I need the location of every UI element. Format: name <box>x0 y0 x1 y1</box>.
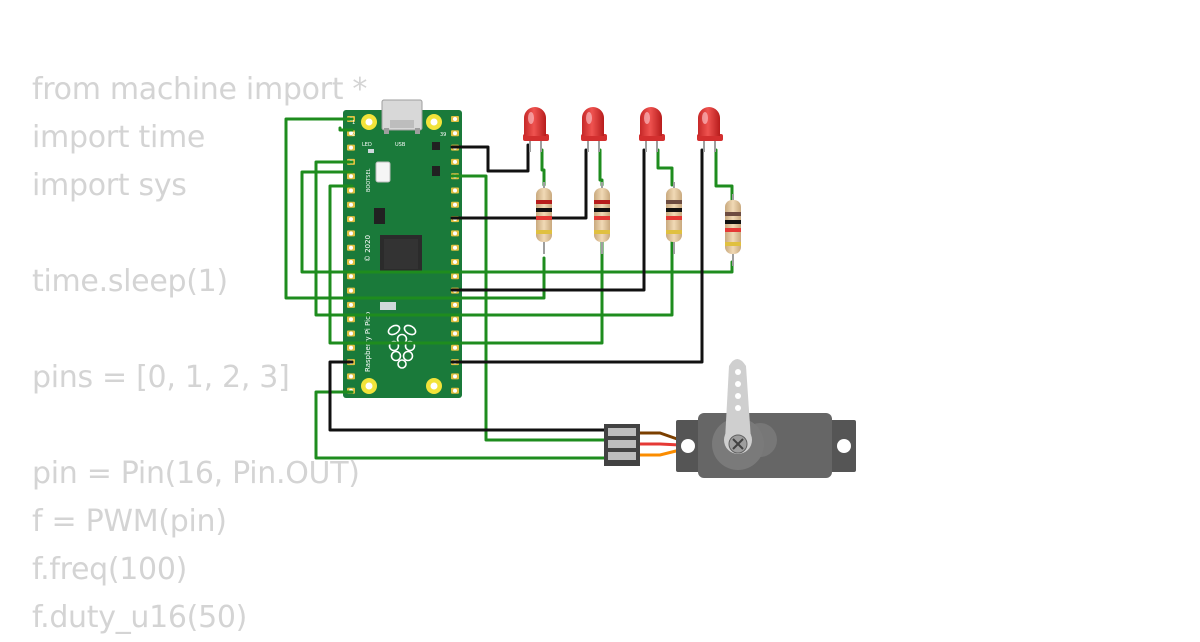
code-line-10: f = PWM(pin) <box>32 504 227 539</box>
pin-hole[interactable] <box>451 230 459 237</box>
pin-hole[interactable] <box>347 230 355 237</box>
year-label: © 2020 <box>364 235 372 262</box>
small-chip-1 <box>432 142 440 150</box>
pin-hole[interactable] <box>451 373 459 380</box>
pico-board[interactable]: LED USB 1 2 39 BOOTSEL © 2020 Raspberry … <box>343 99 462 398</box>
pin-hole[interactable] <box>347 259 355 265</box>
led-4[interactable] <box>697 107 723 152</box>
pin-hole[interactable] <box>347 287 355 294</box>
pin-hole[interactable] <box>347 130 355 137</box>
pin-hole[interactable] <box>347 273 355 280</box>
led-label: LED <box>362 142 372 148</box>
pin-hole[interactable] <box>347 344 355 351</box>
usb-connector <box>381 99 423 134</box>
wire-gnd-led4[interactable] <box>450 148 704 364</box>
pin-hole[interactable] <box>451 187 459 194</box>
wire-vbus-servo[interactable] <box>450 174 612 442</box>
led-1[interactable] <box>523 107 549 152</box>
pin-hole[interactable] <box>347 316 355 323</box>
pin-hole[interactable] <box>451 259 459 265</box>
servo-cable <box>640 431 681 457</box>
wires <box>284 117 734 460</box>
wire-gnd-led3[interactable] <box>450 148 646 292</box>
pin-hole[interactable] <box>451 244 459 251</box>
code-line-2: import time <box>32 120 206 155</box>
pin-hole[interactable] <box>451 130 459 137</box>
bootsel-label: BOOTSEL <box>366 168 372 192</box>
flash-chip <box>374 208 385 224</box>
servo-horn[interactable] <box>725 359 751 440</box>
code-line-12: f.duty_u16(50) <box>32 600 248 635</box>
pin-hole[interactable] <box>347 144 355 151</box>
pin-label-1: 1 <box>352 120 355 126</box>
pin-hole[interactable] <box>451 301 459 308</box>
pin-hole[interactable] <box>451 116 459 122</box>
usb-label: USB <box>395 142 406 148</box>
pin-hole[interactable] <box>347 216 355 223</box>
pin-hole[interactable] <box>347 187 355 194</box>
code-line-7: pins = [0, 1, 2, 3] <box>32 360 290 395</box>
pin-hole[interactable] <box>451 201 459 208</box>
pin-hole[interactable] <box>451 158 459 165</box>
wire-gp1-resistor2[interactable] <box>328 184 604 345</box>
led-2[interactable] <box>581 107 607 152</box>
resistor-4[interactable] <box>725 194 741 266</box>
code-line-11: f.freq(100) <box>32 552 188 587</box>
bootsel-button[interactable] <box>375 161 391 183</box>
resistor-group <box>536 182 741 266</box>
code-line-9: pin = Pin(16, Pin.OUT) <box>32 456 360 491</box>
resistor-3[interactable] <box>666 182 682 254</box>
wire-gp2-resistor3[interactable] <box>314 160 674 317</box>
servo-motor[interactable] <box>604 359 856 478</box>
pin-hole[interactable] <box>451 387 459 394</box>
debug-pad <box>380 302 396 310</box>
pin-hole[interactable] <box>347 301 355 308</box>
pin-hole[interactable] <box>347 201 355 208</box>
pin-hole[interactable] <box>451 316 459 323</box>
code-line-3: import sys <box>32 168 187 203</box>
wire-gnd-led2[interactable] <box>450 148 588 220</box>
code-editor[interactable]: from machine import * import time import s… <box>32 66 367 642</box>
resistor-2[interactable] <box>594 182 610 254</box>
pin-hole[interactable] <box>451 344 459 351</box>
code-line-1: from machine import * <box>32 72 368 107</box>
led-group <box>523 107 723 152</box>
wire-gnd-led1[interactable] <box>450 143 530 173</box>
wire-gp0-resistor1[interactable] <box>284 117 546 300</box>
pin-hole[interactable] <box>451 330 459 337</box>
pin-hole[interactable] <box>347 373 355 380</box>
pin-label-39: 39 <box>440 132 446 138</box>
pin-hole[interactable] <box>347 173 355 180</box>
small-chip-2 <box>432 166 440 176</box>
code-line-5: time.sleep(1) <box>32 264 228 299</box>
wire-gp3-resistor4[interactable] <box>300 170 734 274</box>
wire-gp16-servo-signal[interactable] <box>314 390 612 460</box>
led-3[interactable] <box>639 107 665 152</box>
wire-gnd-servo[interactable] <box>328 360 612 432</box>
pin-label-2: 2 <box>352 132 355 138</box>
onboard-led <box>368 149 374 153</box>
pin-hole[interactable] <box>451 273 459 280</box>
pin-hole[interactable] <box>347 244 355 251</box>
resistor-1[interactable] <box>536 182 552 254</box>
pin-hole[interactable] <box>347 330 355 337</box>
